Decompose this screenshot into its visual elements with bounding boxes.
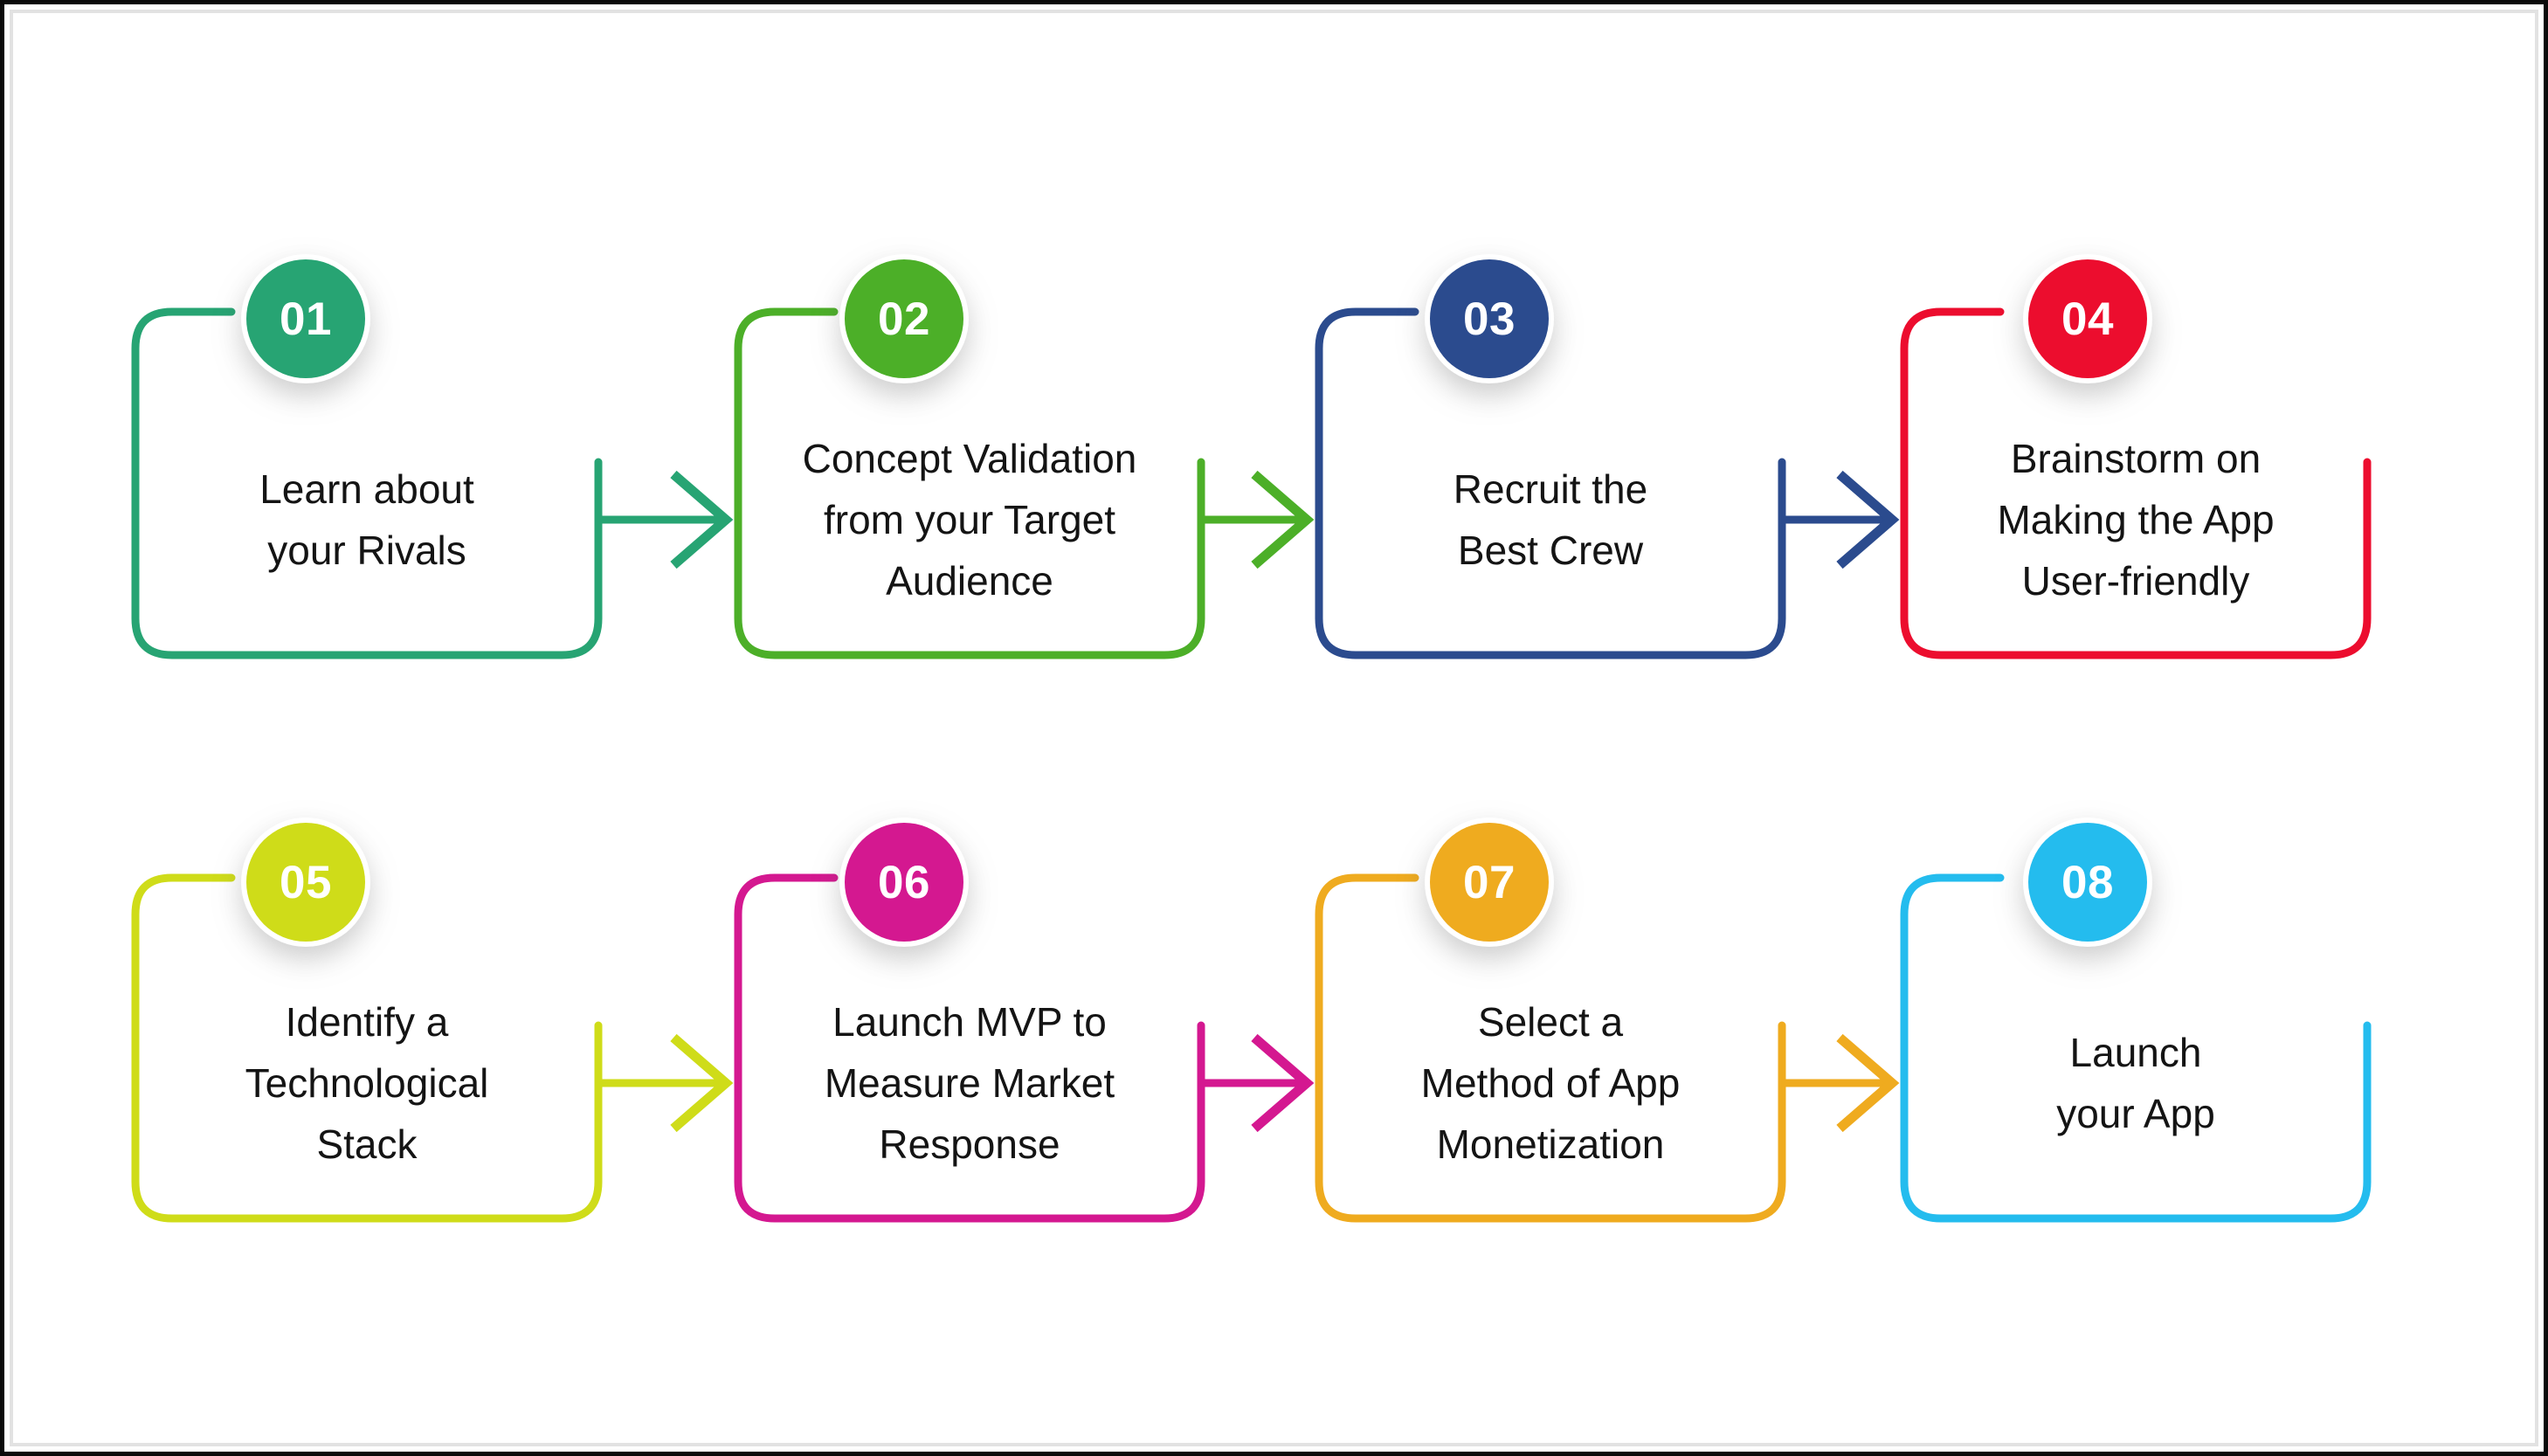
step-badge-disc: 08 <box>2028 823 2147 942</box>
step-badge-disc: 05 <box>246 823 365 942</box>
connector-arrow-07 <box>1782 1033 1900 1133</box>
step-badge-disc: 07 <box>1430 823 1549 942</box>
step-label-03: Recruit the Best Crew <box>1453 466 1648 573</box>
step-number-label: 04 <box>2061 293 2114 345</box>
step-number-label: 02 <box>878 293 930 345</box>
step-number-label: 03 <box>1463 293 1516 345</box>
flow-connectors-layer <box>131 307 2372 1223</box>
step-label-06: Launch MVP to Measure Market Response <box>824 999 1115 1167</box>
step-bracket-05 <box>131 873 734 1223</box>
step-bracket-03 <box>1315 307 1900 659</box>
step-label-08: Launch your App <box>2056 1030 2215 1136</box>
step-bracket-02 <box>734 307 1315 659</box>
step-label-07: Select a Method of App Monetization <box>1420 999 1681 1167</box>
step-badge-disc: 04 <box>2028 259 2147 378</box>
step-bracket-06 <box>734 873 1315 1223</box>
connector-arrow-06 <box>1201 1033 1315 1133</box>
step-badge-disc: 06 <box>845 823 963 942</box>
step-number-label: 07 <box>1463 856 1516 908</box>
step-badge-01[interactable]: 01 <box>241 254 370 383</box>
step-badge-04[interactable]: 04 <box>2023 254 2152 383</box>
step-badge-03[interactable]: 03 <box>1425 254 1554 383</box>
step-label-02: Concept Validation from your Target Audi… <box>802 436 1137 604</box>
step-bracket-08 <box>1900 873 2372 1223</box>
step-bracket-07 <box>1315 873 1900 1223</box>
step-bracket-04 <box>1900 307 2372 659</box>
step-badge-05[interactable]: 05 <box>241 818 370 947</box>
step-badge-02[interactable]: 02 <box>839 254 969 383</box>
connector-arrow-05 <box>598 1033 734 1133</box>
step-number-label: 06 <box>878 856 930 908</box>
connector-arrow-03 <box>1782 470 1900 569</box>
step-badge-06[interactable]: 06 <box>839 818 969 947</box>
step-label-04: Brainstorm on Making the App User-friend… <box>1997 436 2275 604</box>
step-badge-disc: 03 <box>1430 259 1549 378</box>
connector-arrow-02 <box>1201 470 1315 569</box>
step-number-label: 05 <box>280 856 332 908</box>
connector-arrow-01 <box>598 470 734 569</box>
step-number-label: 01 <box>280 293 332 345</box>
step-label-01: Learn about your Rivals <box>259 466 474 573</box>
step-badge-disc: 02 <box>845 259 963 378</box>
step-badge-disc: 01 <box>246 259 365 378</box>
step-badge-08[interactable]: 08 <box>2023 818 2152 947</box>
step-number-label: 08 <box>2061 856 2114 908</box>
step-bracket-01 <box>131 307 734 659</box>
step-badge-07[interactable]: 07 <box>1425 818 1554 947</box>
step-label-05: Identify a Technological Stack <box>245 999 489 1167</box>
